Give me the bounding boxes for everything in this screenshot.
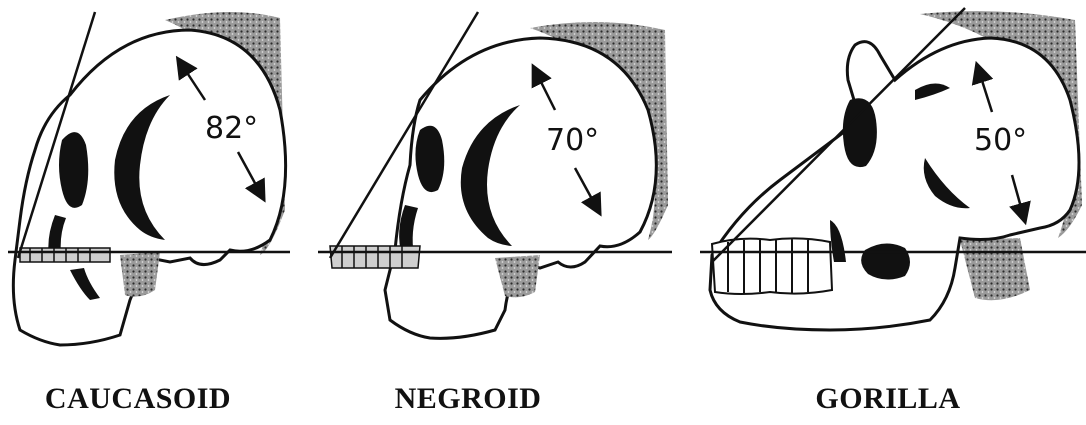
gorilla-caption: GORILLA xyxy=(815,382,960,416)
caucasoid-skull: 82° xyxy=(8,12,290,345)
caucasoid-angle-label: 82° xyxy=(205,111,258,146)
negroid-caption: NEGROID xyxy=(395,382,542,416)
caucasoid-cranium-outline xyxy=(13,30,285,345)
negroid-teeth xyxy=(330,246,420,268)
negroid-angle-label: 70° xyxy=(546,123,599,158)
gorilla-orbit xyxy=(843,98,877,167)
gorilla-mandible-shading xyxy=(960,238,1030,300)
caucasoid-teeth xyxy=(20,248,110,262)
gorilla-angle-label: 50° xyxy=(974,123,1027,158)
gorilla-jaw-blob xyxy=(861,243,910,279)
negroid-skull: 70° xyxy=(318,12,672,338)
caucasoid-jaw-shading xyxy=(120,252,160,297)
caucasoid-caption: CAUCASOID xyxy=(45,382,231,416)
gorilla-teeth xyxy=(712,238,832,294)
gorilla-skull: 50° xyxy=(700,8,1086,330)
